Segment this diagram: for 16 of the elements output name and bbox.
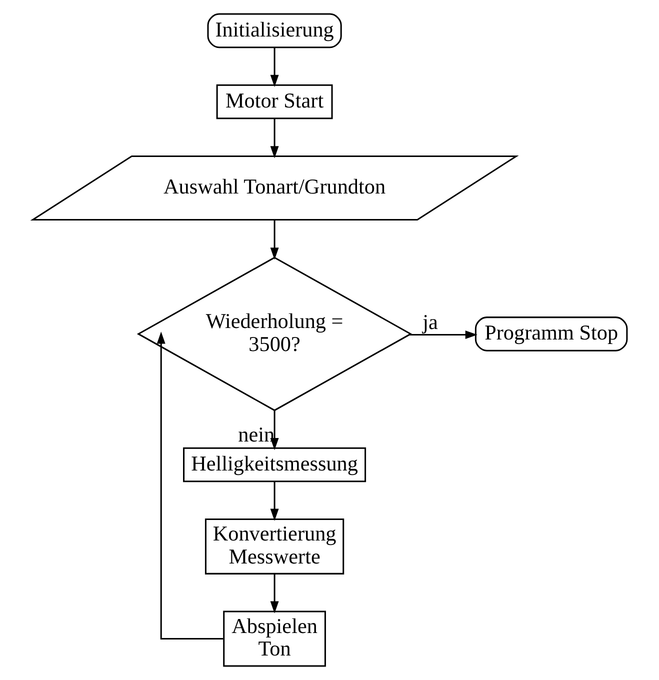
- edge-label: ja: [422, 310, 438, 334]
- node-box: Initialisierung: [206, 13, 342, 48]
- arrow: [270, 482, 278, 521]
- edge-label: nein: [238, 422, 274, 447]
- arrow: [270, 48, 278, 88]
- node-box: Abspielen Ton: [222, 610, 326, 667]
- arrow: [156, 332, 223, 640]
- node-diamond: Wiederholung = 3500?: [136, 256, 412, 412]
- arrow: [270, 574, 278, 614]
- node-box: Helligkeitsmessung: [182, 447, 366, 482]
- arrow: [409, 330, 477, 339]
- arrow: [270, 220, 278, 260]
- arrow: [270, 118, 278, 158]
- node-box: Konvertierung Messwerte: [204, 518, 344, 574]
- node-box: Motor Start: [216, 84, 332, 120]
- node-box: Programm Stop: [474, 316, 628, 352]
